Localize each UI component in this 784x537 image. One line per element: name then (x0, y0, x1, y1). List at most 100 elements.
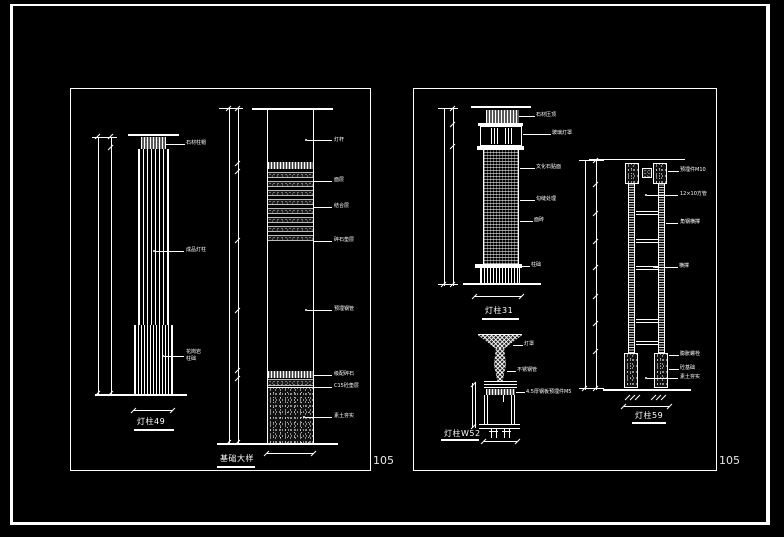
annotation-cap: 石材压顶 (536, 112, 557, 118)
leader-line (314, 207, 332, 208)
dim-line (472, 383, 473, 428)
dim-line-horizontal (267, 453, 314, 454)
anchor-bolt (504, 429, 505, 438)
leader-dot (305, 309, 307, 311)
hatch-band (268, 208, 313, 214)
anchor-bolt-bar (489, 431, 498, 432)
leader-line (314, 181, 332, 182)
column-cap-line (128, 134, 179, 136)
ground-line (603, 389, 691, 391)
frame-rung (636, 341, 658, 345)
ground-line (463, 283, 541, 285)
pedestal-inner-edge (487, 395, 488, 424)
drawing-title-foundation: 基础大样 (220, 454, 254, 463)
dim-tick (169, 407, 176, 414)
annotation-sleeve: 预埋钢管 (334, 306, 355, 312)
annotation-anchor: 膨胀螺栓 (680, 351, 701, 357)
frame-rung (636, 266, 658, 270)
annotation-lantern: 玻璃灯罩 (552, 130, 573, 136)
collar-band (478, 123, 523, 126)
annotation-tube: 12×10方管 (680, 191, 707, 197)
leader-line (166, 144, 185, 145)
right-sheet-page-number: 105 (719, 454, 740, 467)
hatch-band (268, 172, 313, 178)
section-top-line (589, 159, 685, 160)
leader-line (647, 195, 678, 196)
leader-line (666, 223, 678, 224)
hatch-band (268, 371, 313, 378)
hatch-band (268, 226, 313, 232)
frame-rung (636, 211, 658, 215)
anchor-bolt (509, 429, 510, 438)
annotation-shaft: 成品灯柱 (186, 247, 207, 253)
concrete-footing-hatch (268, 388, 313, 443)
dim-extension (579, 388, 604, 389)
dim-line (229, 108, 230, 443)
annotation-brace: 角钢横撑 (680, 219, 701, 225)
dim-tick (310, 450, 317, 457)
title-underline (441, 439, 479, 441)
annotation-binder: 结合层 (334, 203, 350, 209)
leader-line (513, 345, 523, 346)
dim-line (596, 160, 597, 390)
frame-rung (636, 319, 658, 323)
lantern-mullion (505, 128, 506, 144)
top-block-right (653, 163, 667, 184)
leader-line (520, 200, 535, 201)
annotation-gravel: 碎石垫层 (334, 237, 355, 243)
section-divider-line (267, 387, 314, 388)
leader-dot (305, 139, 307, 141)
pedestal-inner-edge (511, 395, 512, 424)
annotation-plinth: 柱础 (531, 262, 542, 268)
annotation-pole: 灯杆 (334, 137, 345, 143)
annotation-base-2: 柱础 (186, 356, 197, 362)
hatch-band (268, 181, 313, 187)
section-wall-right (313, 108, 314, 444)
drawing-title-torch: 灯柱W52 (444, 429, 481, 438)
leader-line (305, 417, 332, 418)
leader-dot (162, 355, 164, 357)
leader-dot (653, 266, 655, 268)
dim-line-horizontal (475, 296, 522, 297)
annotation-subbase: 级配碎石 (334, 371, 355, 377)
hatch-band (268, 199, 313, 205)
dim-extension (438, 108, 458, 109)
dim-tick (514, 438, 521, 445)
leader-line (507, 371, 516, 372)
leader-line (519, 116, 535, 117)
hatch-band (268, 162, 313, 169)
pedestal-body (484, 395, 515, 424)
dim-extension (579, 160, 604, 161)
dim-extension (438, 284, 458, 285)
leader-line (522, 266, 530, 267)
dim-line (585, 160, 586, 390)
dim-line-horizontal (484, 441, 517, 442)
annotation-rung: 横撑 (679, 263, 690, 269)
leader-dot (303, 416, 305, 418)
leader-line (314, 241, 332, 242)
dim-extension (92, 137, 117, 138)
pedestal-plate-band (486, 389, 515, 395)
dim-line (238, 108, 239, 443)
leader-line (647, 378, 678, 379)
leader-line (314, 387, 332, 388)
dim-tick (518, 293, 525, 300)
column-base-fluted (134, 325, 173, 394)
footing-right (654, 353, 668, 388)
leader-line (164, 356, 184, 357)
frame-post-left (628, 184, 635, 353)
dim-line-horizontal (134, 410, 173, 411)
dim-tick (660, 394, 667, 401)
pedestal-base-plate (479, 424, 520, 429)
annotation-brick: 面砖 (534, 217, 545, 223)
collar-band (475, 264, 522, 268)
leader-line (523, 134, 551, 135)
column-cap-line (471, 106, 531, 108)
lantern-mullion (491, 128, 492, 144)
leader-dot (645, 377, 647, 379)
annotation-soil: 素土夯实 (680, 374, 701, 380)
frame-post-right (658, 184, 665, 353)
leader-line (155, 251, 184, 252)
dim-line (111, 137, 112, 394)
leader-line (314, 375, 332, 376)
